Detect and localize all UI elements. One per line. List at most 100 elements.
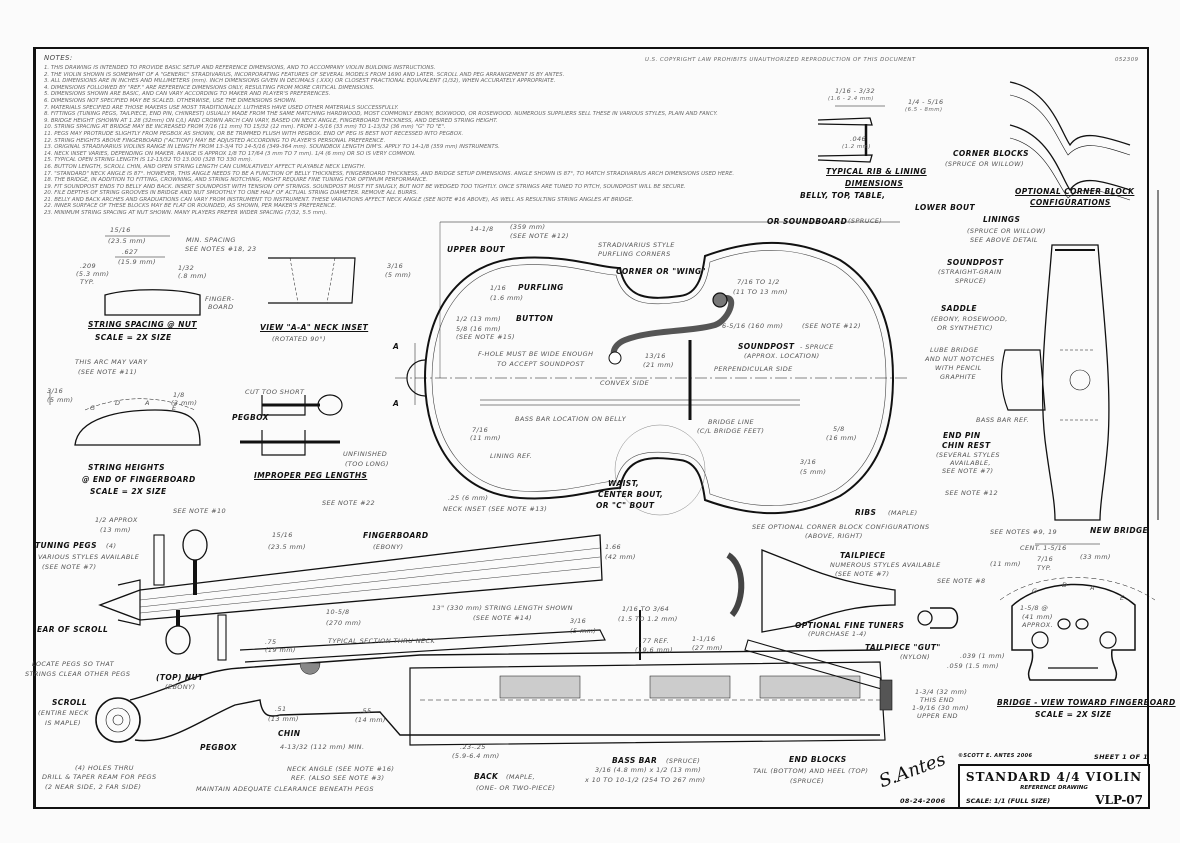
label-strad2: PURFLING CORNERS xyxy=(598,250,671,258)
label-body-len-mm: (359 mm) xyxy=(510,223,546,231)
sheet-number: SHEET 1 OF 1 xyxy=(1094,753,1149,761)
note-item: 13. ORIGINAL STRADIVARIUS VIOLINS RANGE … xyxy=(44,144,500,151)
label-see-note-12b: SEE NOTE #12 xyxy=(945,489,999,497)
label-body-len: 14-1/8 xyxy=(470,225,494,233)
label-button-note: (SEE NOTE #15) xyxy=(456,333,515,341)
label-d209-typ: TYP. xyxy=(80,278,95,286)
label-linings-see: SEE ABOVE DETAIL xyxy=(970,236,1038,244)
note-item: 21. BELLY AND BACK ARCHES AND GRADUATION… xyxy=(44,196,634,203)
label-sh18-mm: (3 mm) xyxy=(171,399,198,407)
label-button-dim2: 5/8 (16 mm) xyxy=(456,325,501,333)
label-d58: 5/8 xyxy=(833,425,845,433)
label-see-note-8: SEE NOTE #8 xyxy=(937,577,986,585)
label-see-opt2: (ABOVE, RIGHT) xyxy=(805,532,863,540)
label-back-m1: (MAPLE, xyxy=(506,773,536,781)
drawing-date: 08-24-2006 xyxy=(900,797,946,805)
label-locate1: LOCATE PEGS SO THAT xyxy=(32,660,115,668)
label-d1316-mm: (21 mm) xyxy=(643,361,674,369)
note-item: 8. FITTINGS (TUNING PEGS, TAILPIECE, END… xyxy=(44,111,718,118)
label-rib-t-mm: (1.2 mm) xyxy=(842,144,871,150)
label-d716b-mm: (11 TO 13 mm) xyxy=(733,288,788,296)
note-item: 1. THIS DRAWING IS INTENDED TO PROVIDE B… xyxy=(44,65,436,71)
label-lower-bout: LOWER BOUT xyxy=(915,203,975,212)
label-scroll: SCROLL xyxy=(52,698,88,707)
label-corner-wing: CORNER OR "WING" xyxy=(616,267,706,276)
label-tail-gut: TAILPIECE "GUT" xyxy=(865,643,941,652)
bridge-detail xyxy=(999,543,1156,681)
label-d75: .75 xyxy=(265,638,277,646)
label-soundpost-c-loc: (APPROX. LOCATION) xyxy=(744,352,820,360)
label-d1116: 1-1/16 xyxy=(692,635,716,643)
label-rib-title2: DIMENSIONS xyxy=(845,179,904,188)
copyright-notice: U.S. COPYRIGHT LAW PROHIBITS UNAUTHORIZE… xyxy=(645,57,916,63)
violin-body-top-view xyxy=(395,221,910,516)
label-too-long: (TOO LONG) xyxy=(345,460,389,468)
label-br158-ap: APPROX. xyxy=(1022,621,1054,629)
label-sE: E xyxy=(172,404,177,412)
label-lube4: GRAPHITE xyxy=(940,373,977,381)
note-item: 6. DIMENSIONS NOT SPECIFIED MAY BE SCALE… xyxy=(44,97,297,104)
label-chin: CHIN xyxy=(278,729,301,738)
label-nut-w: 15/16 xyxy=(110,226,131,234)
label-perp: PERPENDICULAR SIDE xyxy=(714,365,793,373)
label-fb2: BOARD xyxy=(208,303,234,311)
label-see-9-19: SEE NOTES #9, 19 xyxy=(990,528,1058,536)
label-neck-angle1: NECK ANGLE (SEE NOTE #16) xyxy=(287,765,395,773)
corner-block-configurations xyxy=(1009,81,1131,201)
label-d23-mm: (5.9-6.4 mm) xyxy=(452,752,500,760)
drawing-scale: SCALE: 1/1 (FULL SIZE) xyxy=(966,797,1051,805)
label-rib-title1: TYPICAL RIB & LINING xyxy=(826,167,927,176)
label-new-bridge: NEW BRIDGE xyxy=(1090,526,1149,535)
f-hole xyxy=(610,295,735,363)
label-edge-dim: 3/16 xyxy=(387,262,404,270)
label-end-pin: END PIN xyxy=(943,431,981,440)
label-ear: EAR OF SCROLL xyxy=(37,625,109,634)
note-item: 18. THE BRIDGE, IN ADDITION TO FITTING, … xyxy=(44,177,428,184)
label-d55-mm: (14 mm) xyxy=(355,716,386,724)
label-locate2: STRINGS CLEAR OTHER PEGS xyxy=(25,670,131,678)
label-blk2: THIS END xyxy=(920,696,955,704)
label-d23: .23-.25 xyxy=(460,743,486,751)
note-item: 23. MINIMUM STRING SPACING AT NUT SHOWN.… xyxy=(44,210,328,217)
label-fingerboard: FINGERBOARD xyxy=(363,531,429,540)
drawing-subtitle: REFERENCE DRAWING xyxy=(1020,785,1088,791)
label-bassbar-d2: x 10 TO 10-1/2 (254 TO 267 mm) xyxy=(585,776,706,784)
notes-block: NOTES: 1. THIS DRAWING IS INTENDED TO PR… xyxy=(44,55,734,217)
label-d316b-mm: (5 mm) xyxy=(800,468,827,476)
label-chin-m3: SEE NOTE #7) xyxy=(942,467,994,475)
label-tuning-pegs-n: (4) xyxy=(106,542,117,550)
label-tailpiece: TAILPIECE xyxy=(840,551,886,560)
drawing-title: STANDARD 4/4 VIOLIN xyxy=(965,770,1143,784)
note-item: 4. DIMENSIONS FOLLOWED BY "REF." ARE REF… xyxy=(44,84,375,91)
label-strlen: 13" (330 mm) STRING LENGTH SHOWN xyxy=(432,604,573,612)
label-bassbar-loc: BASS BAR LOCATION ON BELLY xyxy=(515,415,627,423)
label-unfinished: UNFINISHED xyxy=(343,450,388,458)
label-d1316: 13/16 xyxy=(645,352,666,360)
label-peg-approx: 1/2 APPROX xyxy=(95,516,138,524)
label-arc1: THIS ARC MAY VARY xyxy=(75,358,148,366)
label-nut-w-mm: (23.5 mm) xyxy=(108,237,146,245)
label-waist1: WAIST, xyxy=(608,479,640,488)
label-waist2: CENTER BOUT, xyxy=(598,490,664,499)
label-bridge-line: BRIDGE LINE xyxy=(708,418,755,426)
label-bD: D xyxy=(1062,581,1068,589)
label-d627: .627 xyxy=(122,248,139,256)
label-sec-a2: A xyxy=(393,399,400,408)
note-item: 15. TYPICAL OPEN STRING LENGTH IS 12-13/… xyxy=(44,157,253,164)
title-copyright: ©SCOTT E. ANTES 2006 xyxy=(958,753,1033,759)
label-soundpost-r: SOUNDPOST xyxy=(947,258,1004,267)
note-item: 11. PEGS MAY PROTRUDE SLIGHTLY FROM PEGB… xyxy=(44,130,464,137)
label-d41332: 4-13/32 (112 mm) MIN. xyxy=(280,743,365,751)
label-see-opt1: SEE OPTIONAL CORNER BLOCK CONFIGURATIONS xyxy=(752,523,930,531)
label-strad1: STRADIVARIUS STYLE xyxy=(598,241,675,249)
label-fhole1: F-HOLE MUST BE WIDE ENOUGH xyxy=(478,350,594,358)
label-lin-h-mm: (6.5 - 8mm) xyxy=(905,107,943,113)
label-holes3: (2 NEAR SIDE, 2 FAR SIDE) xyxy=(45,783,142,791)
label-view-aa-rot: (ROTATED 90°) xyxy=(272,335,326,343)
label-sh316-mm: (5 mm) xyxy=(47,396,74,404)
label-d58-mm: (16 mm) xyxy=(826,434,857,442)
label-purfling: PURFLING xyxy=(518,283,564,292)
label-peg-approx-mm: (13 mm) xyxy=(100,526,131,534)
label-sh-title2: @ END OF FINGERBOARD xyxy=(82,475,196,484)
